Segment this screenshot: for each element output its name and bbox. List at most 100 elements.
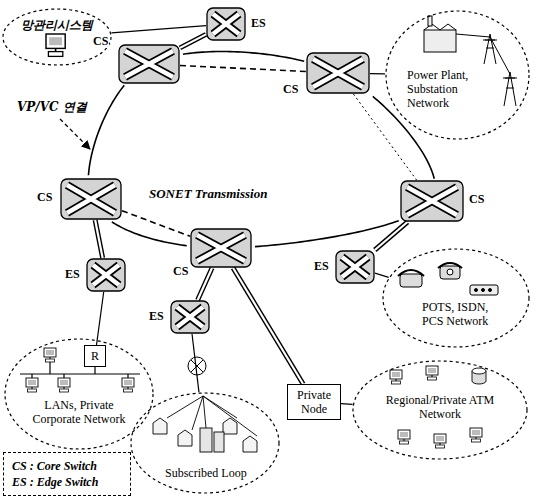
switch-label: ES bbox=[148, 309, 165, 323]
network-ellipse: LANs, Private Corporate Network R bbox=[4, 338, 154, 450]
trunk-inner bbox=[233, 268, 303, 384]
computer-icon bbox=[44, 348, 56, 362]
sonet-ring-link bbox=[255, 221, 399, 247]
computer-icon bbox=[390, 370, 402, 384]
illustration-part bbox=[60, 380, 68, 385]
house-icon bbox=[223, 418, 237, 434]
sonet-ring-link bbox=[112, 222, 187, 246]
disk-icon bbox=[472, 368, 486, 384]
building-icon bbox=[200, 428, 212, 452]
illustration-part bbox=[436, 436, 444, 441]
trunk-link bbox=[233, 268, 303, 384]
computer-icon bbox=[398, 430, 410, 444]
trunk-outer bbox=[375, 222, 408, 250]
illustration-part bbox=[390, 370, 402, 379]
illustration-part bbox=[482, 289, 485, 292]
switch-symbol bbox=[170, 300, 210, 334]
illustration-part bbox=[475, 289, 478, 292]
illustration-part bbox=[26, 378, 38, 387]
illustration-part bbox=[434, 434, 446, 443]
trunk-inner bbox=[95, 220, 103, 258]
dashed-ellipse bbox=[386, 11, 529, 139]
router-box: R bbox=[84, 345, 106, 367]
core-switch: CS bbox=[400, 180, 464, 222]
connector-path bbox=[88, 85, 124, 175]
leader-arrow bbox=[60, 119, 90, 149]
node-label: LANs, Private Corporate Network bbox=[24, 398, 134, 426]
switch-label: ES bbox=[250, 16, 267, 30]
illustration-part bbox=[503, 72, 517, 106]
building-icon bbox=[214, 432, 224, 452]
connector-path bbox=[375, 273, 389, 277]
node-label: 망관리시스템 bbox=[12, 18, 102, 32]
illustration-part bbox=[46, 350, 54, 355]
computer-icon bbox=[58, 378, 70, 392]
switch-symbol bbox=[335, 250, 375, 284]
trunk-inner bbox=[180, 34, 206, 48]
network-ellipse: POTS, ISDN, PCS Network bbox=[382, 248, 530, 348]
switch-symbol bbox=[86, 258, 126, 292]
illustration-part bbox=[60, 389, 69, 392]
edge-switch: ES bbox=[86, 258, 126, 292]
illustration-part bbox=[428, 377, 437, 380]
switch-symbol bbox=[190, 228, 252, 268]
core-switch: CS bbox=[190, 228, 252, 268]
illustration-part bbox=[438, 263, 462, 268]
illustration-part bbox=[46, 359, 55, 362]
trunk-inner bbox=[198, 268, 212, 300]
switch-label: CS bbox=[172, 264, 189, 278]
core-switch: CS bbox=[118, 44, 180, 84]
core-switch: CS bbox=[306, 52, 370, 94]
node-label: Private Node bbox=[292, 388, 336, 416]
switch-label: CS bbox=[468, 192, 485, 206]
illustration-part bbox=[124, 389, 133, 392]
access-link bbox=[370, 73, 385, 74]
switch-label: ES bbox=[64, 267, 81, 281]
switch-label: ES bbox=[313, 259, 330, 273]
callout-label: VP/VC 연결 bbox=[16, 100, 88, 115]
connector-path bbox=[255, 221, 399, 247]
connector-path bbox=[183, 52, 304, 62]
legend-text: CS : Core Switch bbox=[12, 459, 97, 473]
illustration-part bbox=[392, 372, 400, 377]
private-node-box: Private Node bbox=[287, 384, 341, 420]
illustration-part bbox=[94, 366, 95, 374]
trunk-link bbox=[375, 222, 408, 250]
illustration-part bbox=[392, 381, 401, 384]
illustration-part bbox=[436, 445, 445, 448]
connector-path bbox=[122, 211, 190, 237]
dashed-outline bbox=[4, 338, 154, 450]
dashed-outline bbox=[382, 248, 530, 348]
dashed-ellipse bbox=[383, 249, 529, 347]
connector-path bbox=[341, 403, 353, 405]
connector-path bbox=[192, 334, 199, 392]
trunk-link bbox=[95, 220, 103, 258]
illustration-part bbox=[32, 362, 128, 378]
trunk-outer bbox=[198, 268, 212, 300]
access-link bbox=[192, 334, 199, 392]
vp-vc-link bbox=[180, 65, 306, 71]
computer-icon bbox=[122, 378, 134, 392]
edge-switch: ES bbox=[335, 250, 375, 284]
illustration-part bbox=[489, 289, 492, 292]
illustration-part bbox=[400, 441, 409, 444]
trunk-outer bbox=[180, 34, 206, 48]
switch-symbol bbox=[206, 7, 246, 41]
illustration-part bbox=[447, 269, 453, 275]
illustration-part bbox=[428, 16, 432, 26]
illustration-part bbox=[472, 430, 480, 435]
ring-label: SONET Transmission bbox=[148, 186, 268, 201]
computer-icon bbox=[470, 428, 482, 442]
illustration-part bbox=[48, 52, 62, 57]
sonet-ring-link bbox=[88, 85, 124, 175]
house-icon bbox=[153, 418, 167, 434]
switch-label: CS bbox=[36, 190, 53, 204]
illustration-part bbox=[44, 348, 56, 357]
network-ellipse: Subscribed Loop bbox=[130, 392, 280, 494]
dashed-ellipse bbox=[353, 361, 527, 459]
node-label: Subscribed Loop bbox=[165, 466, 265, 480]
trunk-inner bbox=[375, 222, 408, 250]
illustration-part bbox=[470, 428, 482, 437]
illustration-part bbox=[470, 285, 498, 295]
lan-bus bbox=[20, 362, 140, 378]
